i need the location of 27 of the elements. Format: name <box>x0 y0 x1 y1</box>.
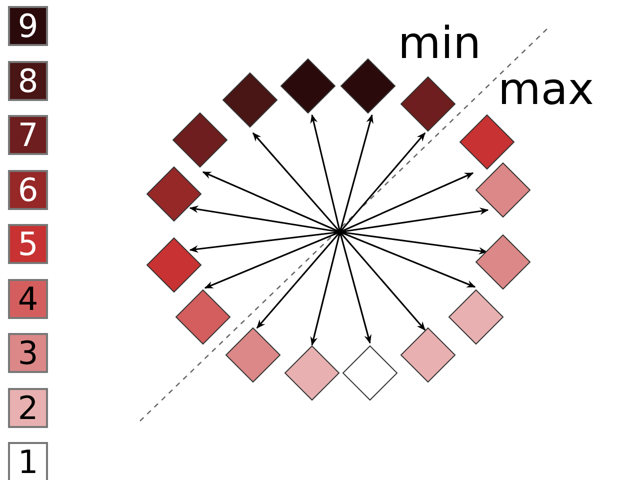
arrow <box>189 206 340 233</box>
legend-label: 4 <box>18 282 38 314</box>
legend-label: 6 <box>18 174 38 206</box>
arrow <box>339 231 426 331</box>
arrow <box>252 132 341 233</box>
legend-label: 3 <box>18 337 38 369</box>
legend-label: 9 <box>18 10 38 42</box>
arrow <box>310 232 341 346</box>
arrow <box>189 231 340 253</box>
legend-label: 2 <box>18 392 38 424</box>
arrow <box>310 114 341 232</box>
legend-label: 8 <box>18 64 38 96</box>
arrow <box>340 172 474 233</box>
axis-label: min <box>398 22 481 66</box>
arrow <box>204 231 340 289</box>
arrow <box>339 114 374 232</box>
legend-label: 1 <box>18 446 38 478</box>
arrow <box>340 231 476 288</box>
arrow <box>340 231 488 255</box>
legend-label: 5 <box>18 228 38 260</box>
arrow <box>339 232 372 344</box>
legend-label: 7 <box>18 119 38 151</box>
arrow <box>339 132 426 233</box>
axis-label: max <box>498 68 594 112</box>
arrow <box>256 231 341 329</box>
arrow <box>340 208 489 233</box>
arrow <box>202 171 340 233</box>
